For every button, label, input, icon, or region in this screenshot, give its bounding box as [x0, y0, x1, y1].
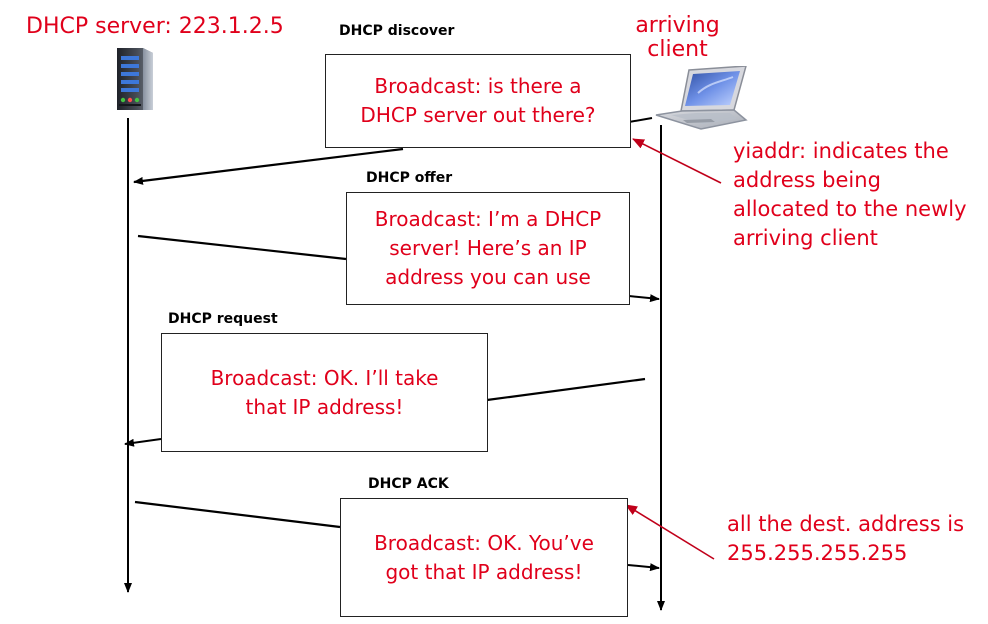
dhcp-offer-text: Broadcast: I’m a DHCP server! Here’s an …: [374, 207, 602, 289]
yiaddr-pointer: [632, 138, 722, 184]
dhcp-ack-title: DHCP ACK: [368, 476, 449, 492]
dest-address-note: all the dest. address is 255.255.255.255: [727, 512, 965, 565]
dhcp-request-box: Broadcast: OK. I’ll take that IP address…: [161, 333, 488, 452]
server-icon: [117, 48, 153, 110]
request-arrow: [124, 438, 162, 447]
dhcp-request-title: DHCP request: [168, 311, 278, 327]
request-arrow-part1: [486, 377, 646, 402]
dhcp-offer-title: DHCP offer: [366, 170, 453, 186]
ack-arrow-part1: [134, 500, 341, 529]
dhcp-request-text: Broadcast: OK. I’ll take that IP address…: [210, 365, 439, 419]
offer-arrow-part1: [137, 234, 347, 261]
dest-pointer: [625, 504, 715, 560]
dhcp-discover-text: Broadcast: is there a DHCP server out th…: [360, 74, 596, 127]
dhcp-discover-title: DHCP discover: [339, 23, 455, 39]
discover-arrow-part1: [628, 117, 653, 123]
client-label: arriving client: [635, 13, 720, 62]
ack-arrow: [627, 563, 660, 572]
offer-arrow: [628, 294, 660, 303]
server-label: DHCP server: 223.1.2.5: [26, 14, 284, 39]
laptop-icon: [655, 66, 748, 130]
dhcp-ack-box: Broadcast: OK. You’ve got that IP addres…: [340, 498, 628, 617]
dhcp-offer-box: Broadcast: I’m a DHCP server! Here’s an …: [346, 192, 630, 305]
yiaddr-note: yiaddr: indicates the address being allo…: [733, 139, 967, 250]
dhcp-ack-text: Broadcast: OK. You’ve got that IP addres…: [374, 530, 594, 584]
discover-arrow: [133, 147, 404, 185]
dhcp-discover-box: Broadcast: is there a DHCP server out th…: [325, 54, 631, 148]
